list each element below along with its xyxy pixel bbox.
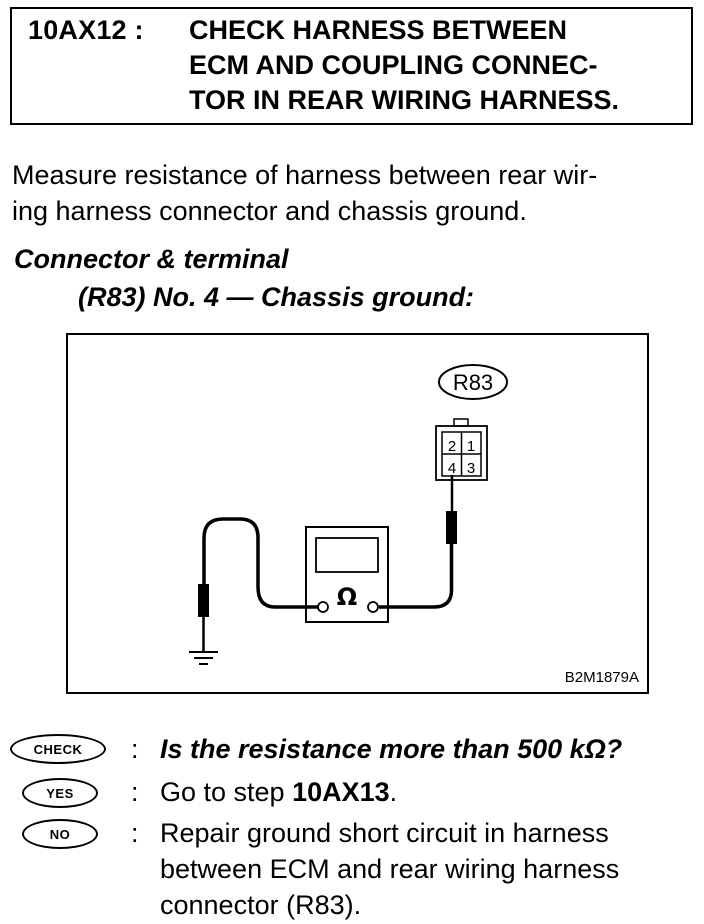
- diagram-canvas: R83 2 1 4 3 Ω: [189, 364, 508, 665]
- connector-subheading: (R83) No. 4 — Chassis ground:: [78, 282, 475, 312]
- yes-suffix: .: [389, 777, 398, 807]
- connector-heading: Connector & terminal: [14, 244, 289, 274]
- no-row: NO : Repair ground short circuit in harn…: [10, 815, 700, 923]
- no-colon: :: [131, 818, 139, 848]
- connector-label-bubble: [438, 364, 508, 400]
- wiring-diagram: R83 2 1 4 3 Ω: [66, 333, 649, 694]
- yes-row: YES : Go to step 10AX13.: [10, 774, 700, 810]
- check-row: CHECK : Is the resistance more than 500 …: [10, 731, 700, 767]
- connector-r83: 2 1 4 3: [435, 418, 488, 481]
- terminal-1: 1: [467, 438, 475, 455]
- step-title: CHECK HARNESS BETWEEN ECM AND COUPLING C…: [189, 15, 620, 115]
- figure-id: B2M1879A: [564, 669, 639, 686]
- yes-colon: :: [131, 777, 139, 807]
- terminal-right: [367, 601, 379, 613]
- terminal-4: 4: [448, 460, 456, 477]
- ohmmeter: Ω: [305, 526, 389, 623]
- yes-prefix: Go to step: [160, 777, 293, 807]
- check-badge: CHECK: [10, 734, 106, 764]
- chassis-ground-icon: [189, 651, 218, 665]
- no-badge: NO: [22, 819, 98, 849]
- step-id: 10AX12 :: [28, 15, 144, 45]
- instruction-text: Measure resistance of harness between re…: [12, 160, 598, 226]
- step-header: 10AX12 : CHECK HARNESS BETWEEN ECM AND C…: [10, 7, 693, 125]
- check-colon: :: [131, 734, 139, 764]
- terminal-left: [317, 601, 329, 613]
- connector-label: R83: [453, 370, 493, 395]
- probe-right: [379, 475, 457, 609]
- terminal-3: 3: [467, 460, 475, 477]
- terminal-2: 2: [448, 438, 456, 455]
- probe-left: [198, 517, 318, 652]
- no-instruction: Repair ground short circuit in harness b…: [160, 818, 620, 920]
- ohm-symbol: Ω: [337, 583, 357, 611]
- yes-instruction: Go to step 10AX13.: [160, 774, 700, 810]
- yes-step-link[interactable]: 10AX13: [292, 777, 390, 807]
- yes-badge: YES: [22, 778, 98, 808]
- check-question: Is the resistance more than 500 kΩ?: [160, 734, 623, 764]
